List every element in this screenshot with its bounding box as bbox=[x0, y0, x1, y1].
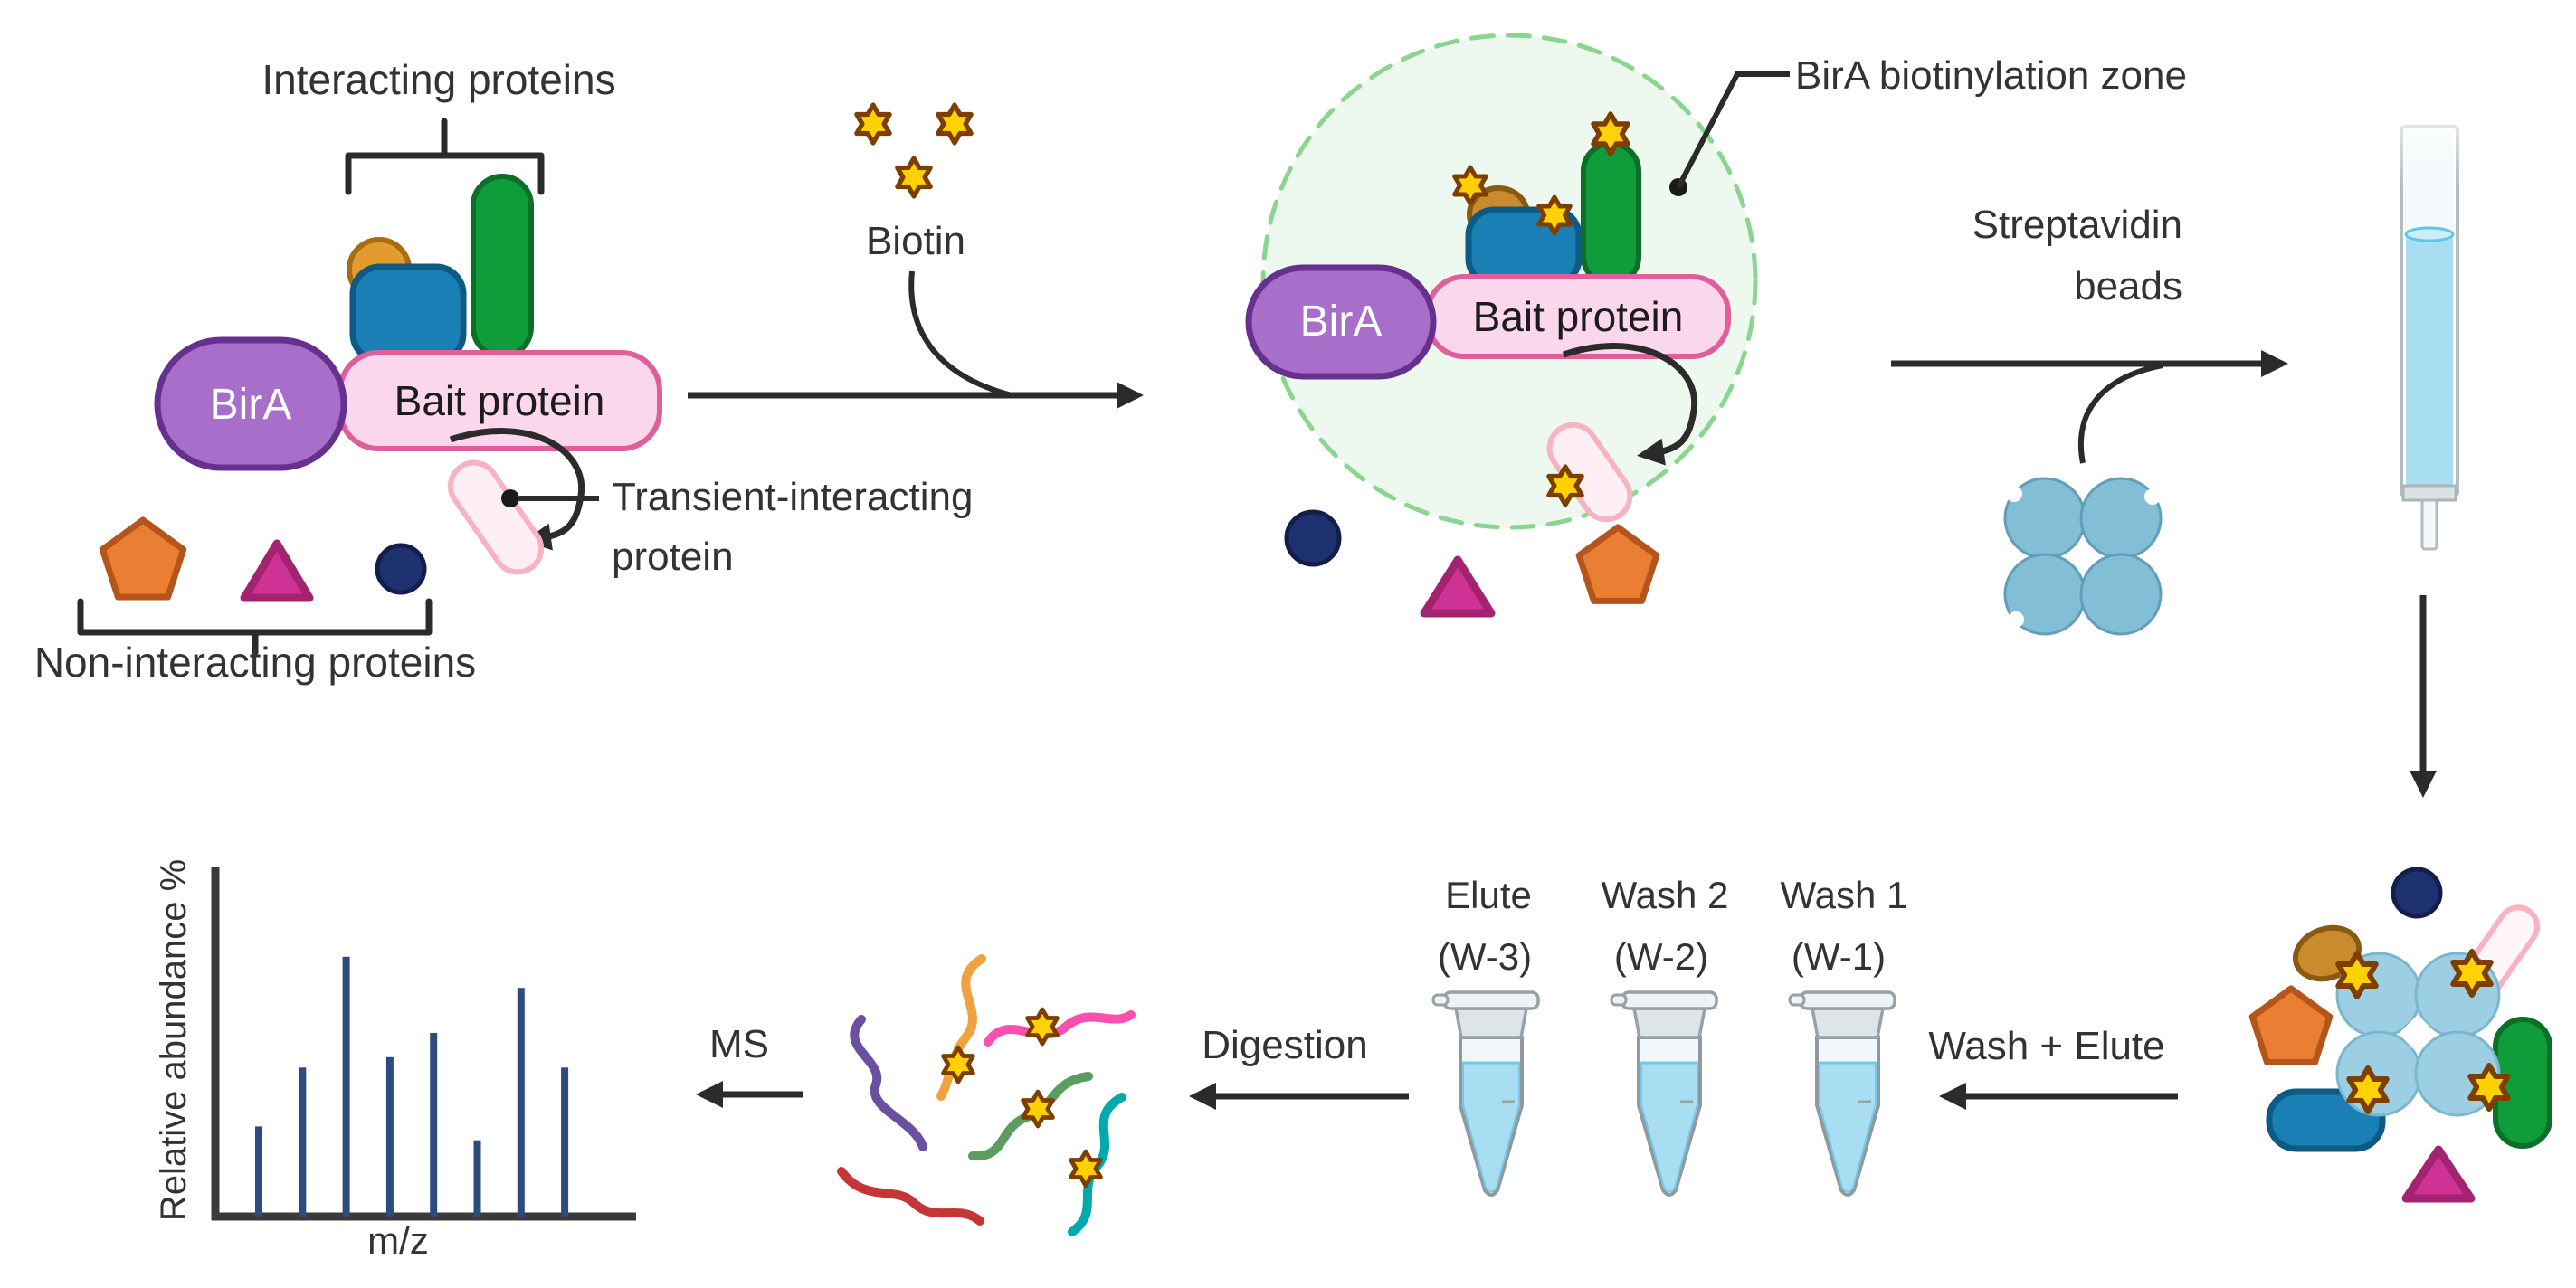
tube-wash2: Wash 2 (W-2) bbox=[1602, 874, 1729, 978]
ms-peak bbox=[517, 988, 525, 1217]
tube-code-label: (W-1) bbox=[1792, 935, 1886, 978]
ms-spectrum-chart: Relative abundance % m/z bbox=[154, 859, 636, 1262]
interacting-proteins-label: Interacting proteins bbox=[261, 56, 615, 103]
tube-elute: Elute (W-3) bbox=[1438, 874, 1532, 978]
tube-wash1: Wash 1 (W-1) bbox=[1781, 874, 1908, 978]
ms-x-axis-label: m/z bbox=[367, 1219, 429, 1262]
non-interacting-circle-icon bbox=[2391, 867, 2443, 919]
bait-protein-label: Bait protein bbox=[1473, 293, 1684, 340]
non-interacting-triangle-icon bbox=[240, 539, 314, 602]
microcentrifuge-tubes bbox=[1431, 990, 1896, 1197]
interacting-protein-green-icon bbox=[471, 174, 534, 359]
ms-peak bbox=[342, 956, 350, 1217]
interacting-protein-green-icon bbox=[1581, 141, 1641, 287]
tube-name-label: Elute bbox=[1445, 874, 1532, 916]
release-curved-arrow bbox=[1562, 343, 1698, 466]
non-interacting-bracket bbox=[77, 598, 433, 656]
transient-pointer-dot bbox=[501, 489, 519, 507]
spin-column-icon bbox=[2389, 87, 2470, 551]
non-interacting-pentagon-icon bbox=[2248, 985, 2334, 1065]
interacting-protein-blue-icon bbox=[349, 263, 467, 365]
bira-label: BirA bbox=[1300, 298, 1383, 346]
ms-peaks bbox=[255, 956, 569, 1217]
peptide-pink bbox=[984, 1010, 1136, 1046]
step2-biotinylated-complex: BirA Bait protein BirA biotinylation zon… bbox=[1245, 53, 2187, 618]
interacting-proteins-bracket bbox=[345, 118, 545, 195]
biotin-addition: Biotin bbox=[688, 105, 1144, 409]
peptide-red bbox=[837, 1167, 984, 1226]
step5-digestion: Digestion bbox=[837, 954, 1409, 1236]
bait-protein-label: Bait protein bbox=[394, 377, 605, 424]
non-interacting-triangle-icon bbox=[1420, 555, 1496, 618]
step3-streptavidin-capture: Streptavidin beads bbox=[1891, 87, 2470, 798]
step1-bait-complex: Interacting proteins BirA Bait protein T… bbox=[34, 56, 974, 686]
tube-name-label: Wash 2 bbox=[1602, 874, 1729, 916]
biotin-label: Biotin bbox=[866, 219, 965, 263]
biotin-merge-curve bbox=[908, 270, 1012, 398]
transient-protein-label-line2: protein bbox=[612, 535, 734, 579]
non-interacting-pentagon-icon bbox=[99, 516, 187, 601]
beads-merge-curve bbox=[2077, 363, 2163, 464]
ms-peak bbox=[299, 1067, 307, 1217]
non-interacting-triangle-icon bbox=[2401, 1145, 2476, 1203]
bira-biotinylation-zone-label: BirA biotinylation zone bbox=[1795, 53, 2187, 98]
non-interacting-circle-icon bbox=[375, 543, 427, 595]
biotin-star-icon bbox=[857, 105, 889, 143]
ms-label: MS bbox=[709, 1022, 769, 1066]
step6-mass-spec: MS Relative abundance % m/z bbox=[154, 859, 803, 1262]
step4-wash-elute: Wash + Elute Elute (W-3) Wash 2 (W-2) Wa… bbox=[1431, 874, 2178, 1197]
transient-protein-capsule bbox=[447, 459, 545, 575]
bira-label: BirA bbox=[210, 381, 292, 429]
streptavidin-label-line1: Streptavidin bbox=[1972, 203, 2182, 247]
ms-peak bbox=[430, 1033, 438, 1217]
ms-peak bbox=[385, 1056, 394, 1217]
non-interacting-circle-icon bbox=[1284, 509, 1342, 567]
release-curved-arrow bbox=[449, 428, 585, 551]
tube-icon bbox=[1610, 990, 1718, 1197]
ms-peak bbox=[255, 1126, 262, 1217]
streptavidin-label-line2: beads bbox=[2074, 264, 2182, 308]
non-interacting-proteins-label: Non-interacting proteins bbox=[34, 639, 476, 686]
ms-peak bbox=[473, 1140, 481, 1217]
non-interacting-pentagon-icon bbox=[1575, 524, 1660, 604]
tube-icon bbox=[1788, 990, 1896, 1197]
tube-code-label: (W-2) bbox=[1614, 935, 1708, 978]
biotin-star-icon bbox=[1028, 1009, 1058, 1044]
bira-enzyme-shape bbox=[1245, 264, 1437, 380]
digestion-label: Digestion bbox=[1202, 1023, 1367, 1067]
zone-pointer-line bbox=[1676, 71, 1790, 189]
bira-enzyme-shape bbox=[154, 336, 347, 471]
wash-elute-label: Wash + Elute bbox=[1928, 1024, 2164, 1068]
biotin-star-icon bbox=[938, 105, 971, 143]
tube-name-label: Wash 1 bbox=[1781, 874, 1908, 916]
tube-icon bbox=[1431, 990, 1540, 1197]
biotin-star-icon bbox=[1071, 1151, 1101, 1186]
streptavidin-bead-cluster-icon bbox=[2003, 477, 2163, 636]
ms-peak bbox=[561, 1067, 569, 1217]
peptide-purple bbox=[850, 1015, 927, 1151]
transient-protein-label-line1: Transient-interacting bbox=[612, 475, 973, 519]
peptide-fragments bbox=[837, 954, 1136, 1236]
biotin-star-icon bbox=[898, 158, 930, 196]
captured-complex-on-beads bbox=[2248, 867, 2552, 1203]
tube-code-label: (W-3) bbox=[1438, 935, 1532, 978]
ms-y-axis-label: Relative abundance % bbox=[154, 859, 194, 1221]
